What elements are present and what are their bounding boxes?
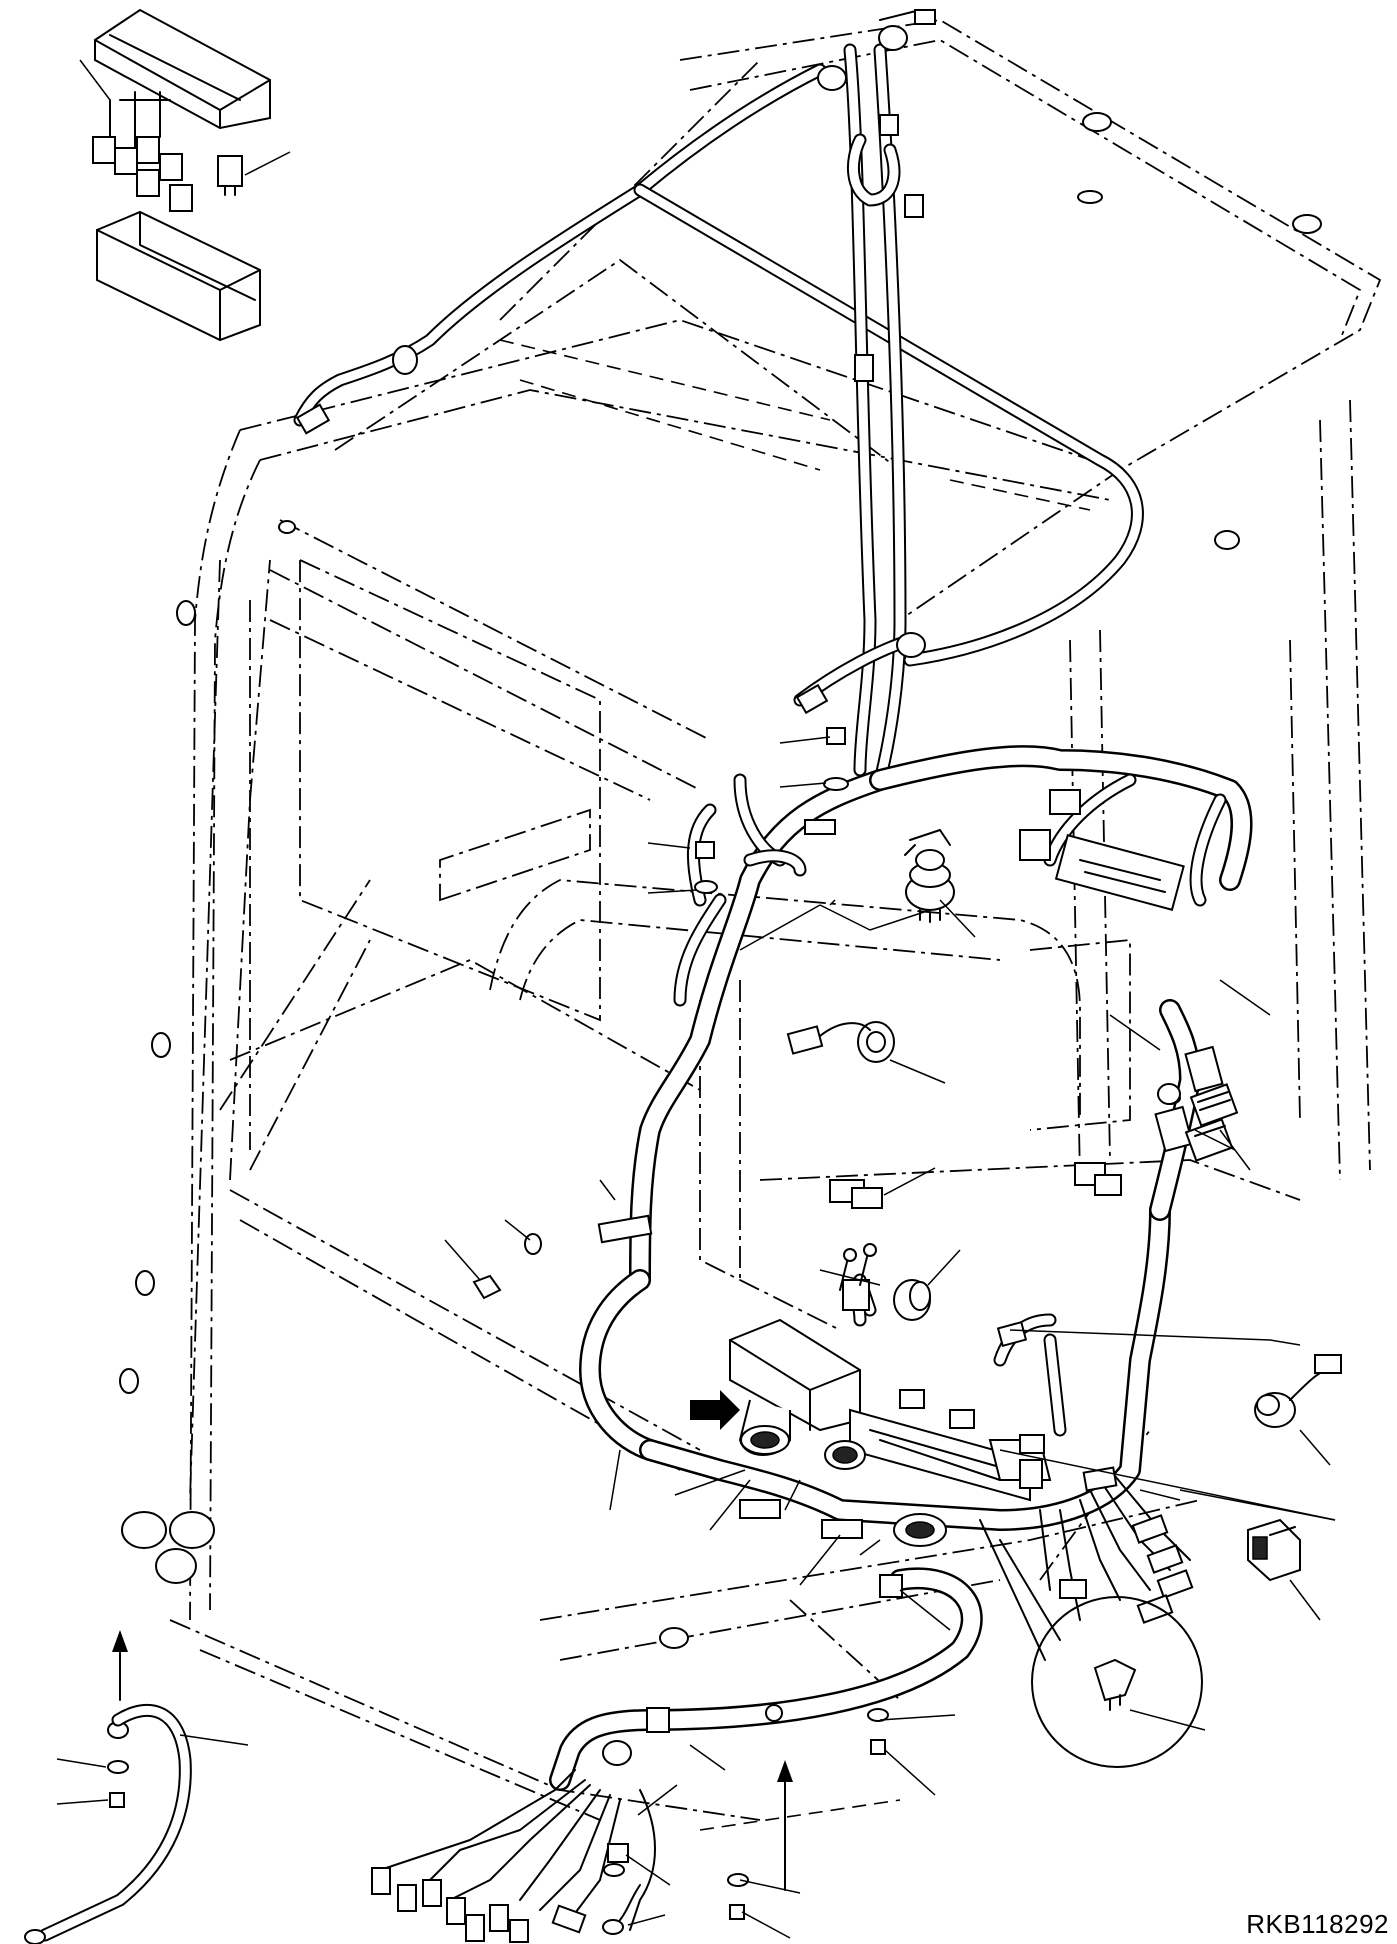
rocker-switch-2: [1247, 1518, 1301, 1582]
cab-frame-outline: [169, 19, 1382, 1831]
relay-box-base: [96, 210, 261, 342]
fuse-detail-callout: [979, 1519, 1203, 1768]
lamp-socket: [1157, 1083, 1181, 1105]
connector-right-cluster: [1059, 1162, 1194, 1624]
key-switch-connector: [1019, 789, 1185, 911]
dashboard-harness: [379, 745, 1253, 1931]
leader-lines: [56, 59, 1336, 1939]
relay-box-cover: [94, 8, 271, 130]
connectors-center: [899, 1320, 1045, 1489]
harness-grommet-mid: [786, 1021, 895, 1063]
frame-bosses: [119, 112, 1322, 1584]
bolts-and-washers: [107, 727, 889, 1920]
single-relay: [217, 155, 243, 196]
ground-strap: [24, 1704, 192, 1944]
direction-arrows: [112, 1390, 793, 1891]
buzzer: [893, 1279, 931, 1321]
drawing-reference-code: RKB118292: [1246, 1909, 1389, 1939]
harness-clamps: [597, 819, 1118, 1733]
relay-small-center: [829, 1179, 883, 1311]
rotary-switch: [1254, 1354, 1342, 1428]
roof-harness: [293, 9, 1144, 787]
connector-block-right: [1184, 1083, 1239, 1162]
connector-row-bottom: [371, 1627, 689, 1943]
ignition-key-switch: [904, 829, 955, 923]
relay-set: [92, 91, 193, 212]
rocker-switch-1: [1154, 1045, 1224, 1153]
ground-lug: [602, 1884, 641, 1935]
diode-pack: [839, 1243, 877, 1291]
